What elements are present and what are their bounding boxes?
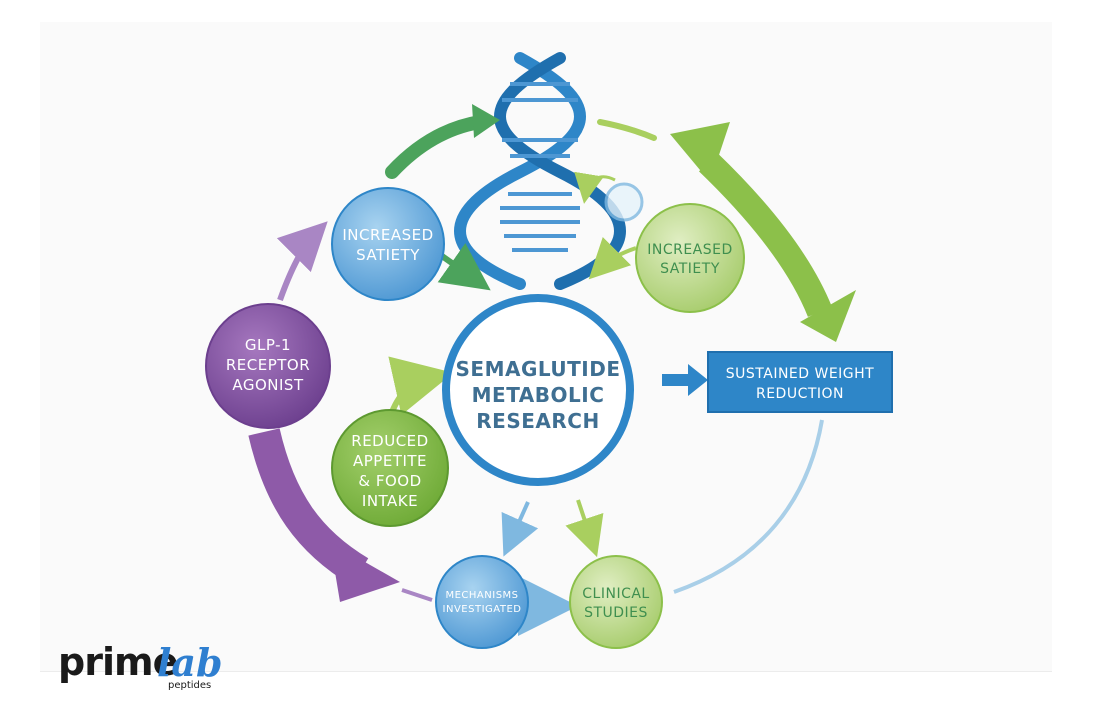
node-mechanisms: MECHANISMS INVESTIGATED — [435, 555, 529, 649]
center-line-1: SEMAGLUTIDE — [456, 357, 621, 381]
appetite-line-2: APPETITE — [353, 452, 427, 470]
logo-prime-text: prime — [58, 640, 178, 684]
appetite-line-3: & FOOD — [358, 472, 421, 490]
arrow-satiety-left-to-center — [437, 243, 491, 291]
logo-lab-text: lab — [157, 640, 223, 685]
glp1-line-2: RECEPTOR — [226, 356, 310, 374]
diagram-canvas: SEMAGLUTIDE METABOLIC RESEARCH INCREASED… — [40, 22, 1052, 672]
center-line-2: METABOLIC — [472, 383, 605, 407]
node-satiety-left: INCREASED SATIETY — [331, 187, 445, 301]
glp1-line-3: AGONIST — [232, 376, 304, 394]
satiety-left-line-2: SATIETY — [356, 246, 420, 264]
cycle-diagram: SEMAGLUTIDE METABOLIC RESEARCH INCREASED… — [205, 52, 893, 649]
arrow-satiety-right-to-center — [588, 236, 637, 280]
arrow-center-to-mechanisms — [501, 501, 539, 557]
arrow-glp1-to-satiety — [276, 221, 328, 302]
dna-helix-icon — [454, 52, 644, 290]
center-line-3: RESEARCH — [476, 409, 599, 433]
node-weight-reduction: SUSTAINED WEIGHT REDUCTION — [707, 351, 893, 413]
clinical-line-2: STUDIES — [584, 605, 648, 621]
footer-divider — [40, 671, 1052, 672]
arrow-top-right-line — [597, 119, 657, 141]
node-appetite: REDUCED APPETITE & FOOD INTAKE — [331, 409, 449, 527]
node-satiety-right: INCREASED SATIETY — [635, 203, 745, 313]
arrowhead-top-left — [472, 104, 500, 138]
appetite-line-1: REDUCED — [351, 432, 428, 450]
appetite-line-4: INTAKE — [362, 492, 418, 510]
arrow-center-to-clinical — [565, 499, 604, 558]
glp1-line-1: GLP-1 — [245, 336, 291, 354]
clinical-line-1: CLINICAL — [582, 586, 649, 602]
arrow-center-to-weight — [662, 364, 708, 396]
node-clinical: CLINICAL STUDIES — [569, 555, 663, 649]
node-glp1: GLP-1 RECEPTOR AGONIST — [205, 303, 331, 429]
big-purple-arrow — [248, 428, 400, 602]
primelab-logo: prime lab peptides — [58, 640, 238, 700]
arc-clinical-to-weight — [673, 419, 824, 594]
center-node: SEMAGLUTIDE METABOLIC RESEARCH — [442, 294, 634, 486]
double-arrow-right — [670, 122, 856, 342]
satiety-right-line-1: INCREASED — [647, 242, 733, 258]
mechanisms-line-1: MECHANISMS — [445, 590, 518, 601]
arrow-purple-to-mechanisms — [401, 588, 433, 602]
logo-peptides-text: peptides — [168, 680, 212, 691]
satiety-right-line-2: SATIETY — [660, 261, 720, 277]
satiety-left-line-1: INCREASED — [342, 226, 433, 244]
arrow-appetite-to-center — [388, 356, 454, 416]
mechanisms-line-2: INVESTIGATED — [443, 604, 522, 615]
arrow-top-left — [385, 115, 487, 179]
weight-line-2: REDUCTION — [756, 386, 844, 402]
weight-line-1: SUSTAINED WEIGHT — [726, 366, 875, 382]
